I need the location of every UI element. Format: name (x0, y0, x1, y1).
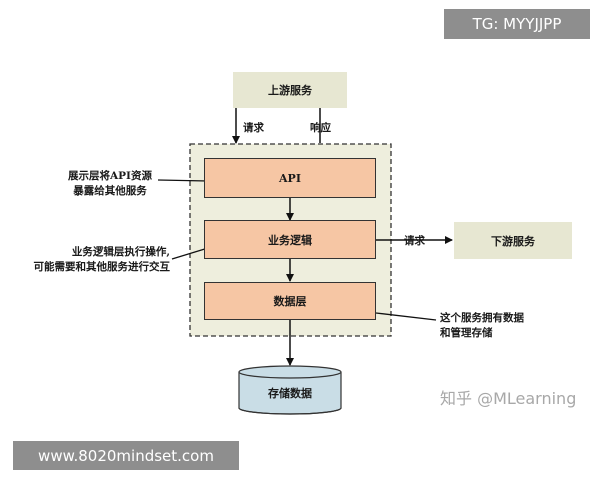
api-note-leader (157, 179, 209, 182)
api-layer-node: API (204, 158, 376, 198)
business-annotation-line2: 可能需要和其他服务进行交互 (33, 261, 171, 273)
downstream-service-label: 下游服务 (491, 234, 535, 248)
website-watermark: www.8020mindset.com (13, 441, 239, 470)
telegram-watermark: TG: MYYJJPP (444, 9, 590, 39)
api-annotation-line1: 展示层将API资源 (68, 170, 152, 182)
business-annotation: 业务逻辑层执行操作, 可能需要和其他服务进行交互 (10, 245, 171, 275)
data-annotation-line1: 这个服务拥有数据 (440, 312, 524, 324)
data-annotation: 这个服务拥有数据 和管理存储 (440, 311, 560, 341)
response-out-label: 响应 (310, 122, 331, 134)
business-note-leader (171, 247, 209, 260)
api-layer-label: API (279, 171, 301, 185)
request-in-label: 请求 (243, 122, 264, 134)
storage-label: 存储数据 (268, 387, 312, 400)
business-logic-label: 业务逻辑 (268, 233, 312, 247)
api-annotation-line2: 暴露给其他服务 (73, 185, 147, 197)
data-annotation-line2: 和管理存储 (440, 327, 493, 339)
data-layer-node: 数据层 (204, 282, 376, 320)
business-annotation-line1: 业务逻辑层执行操作, (71, 246, 170, 258)
api-annotation: 展示层将API资源 暴露给其他服务 (58, 169, 162, 199)
zhihu-watermark: 知乎 @MLearning (440, 389, 577, 408)
downstream-service-node: 下游服务 (454, 222, 572, 259)
request-out-label: 请求 (404, 235, 425, 247)
upstream-service-label: 上游服务 (268, 84, 312, 97)
upstream-service-node: 上游服务 (233, 72, 347, 108)
storage-label-box: 存储数据 (239, 380, 341, 406)
data-note-leader (375, 312, 437, 321)
data-layer-label: 数据层 (273, 295, 307, 308)
storage-cylinder (238, 365, 342, 415)
business-logic-layer-node: 业务逻辑 (204, 220, 376, 259)
